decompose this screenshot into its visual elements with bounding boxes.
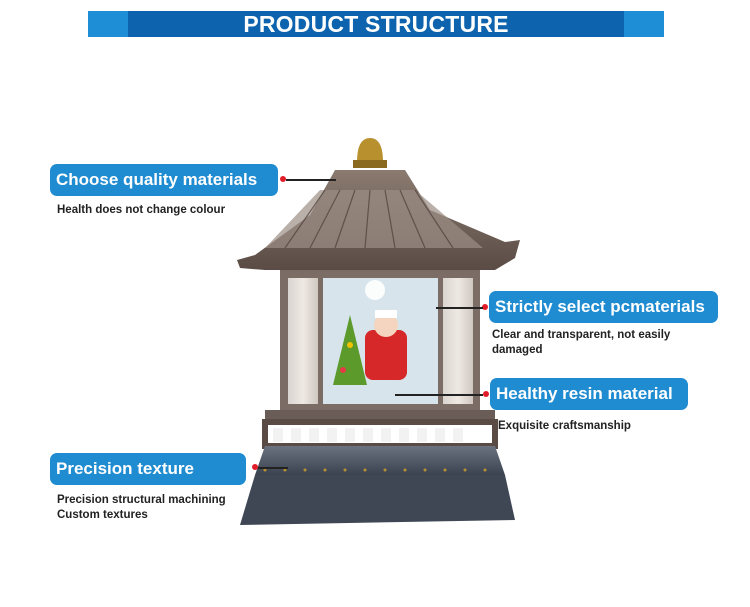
lantern-illustration — [237, 138, 520, 525]
callout-label: Precision texture — [56, 459, 194, 478]
callout-description: Exquisite craftsmanship — [498, 420, 631, 432]
callout-quality-materials: Choose quality materials — [50, 164, 278, 196]
marker-dot — [280, 176, 286, 182]
callout-description: Precision structural machining Custom te… — [57, 494, 226, 521]
marker-dot — [482, 304, 488, 310]
leader-line — [395, 394, 483, 396]
finial — [357, 138, 383, 162]
callout-precision-texture: Precision texture — [50, 453, 246, 485]
leader-line — [286, 179, 336, 181]
callout-label: Choose quality materials — [56, 170, 258, 189]
leader-line — [436, 307, 483, 309]
callout-description: Health does not change colour — [57, 204, 226, 216]
callout-description: Clear and transparent, not easily damage… — [492, 329, 671, 356]
callout-label: Healthy resin material — [496, 384, 673, 403]
callout-label: Strictly select pcmaterials — [495, 297, 705, 316]
callout-resin-material: Healthy resin material — [490, 378, 688, 410]
santa — [365, 330, 407, 380]
marker-dot — [252, 464, 258, 470]
page-title: PRODUCT STRUCTURE — [243, 11, 509, 37]
leader-line — [258, 467, 288, 469]
lantern-base — [255, 446, 505, 475]
callout-pc-materials: Strictly select pcmaterials — [489, 291, 718, 323]
title-banner: PRODUCT STRUCTURE — [88, 11, 664, 37]
marker-dot — [483, 391, 489, 397]
